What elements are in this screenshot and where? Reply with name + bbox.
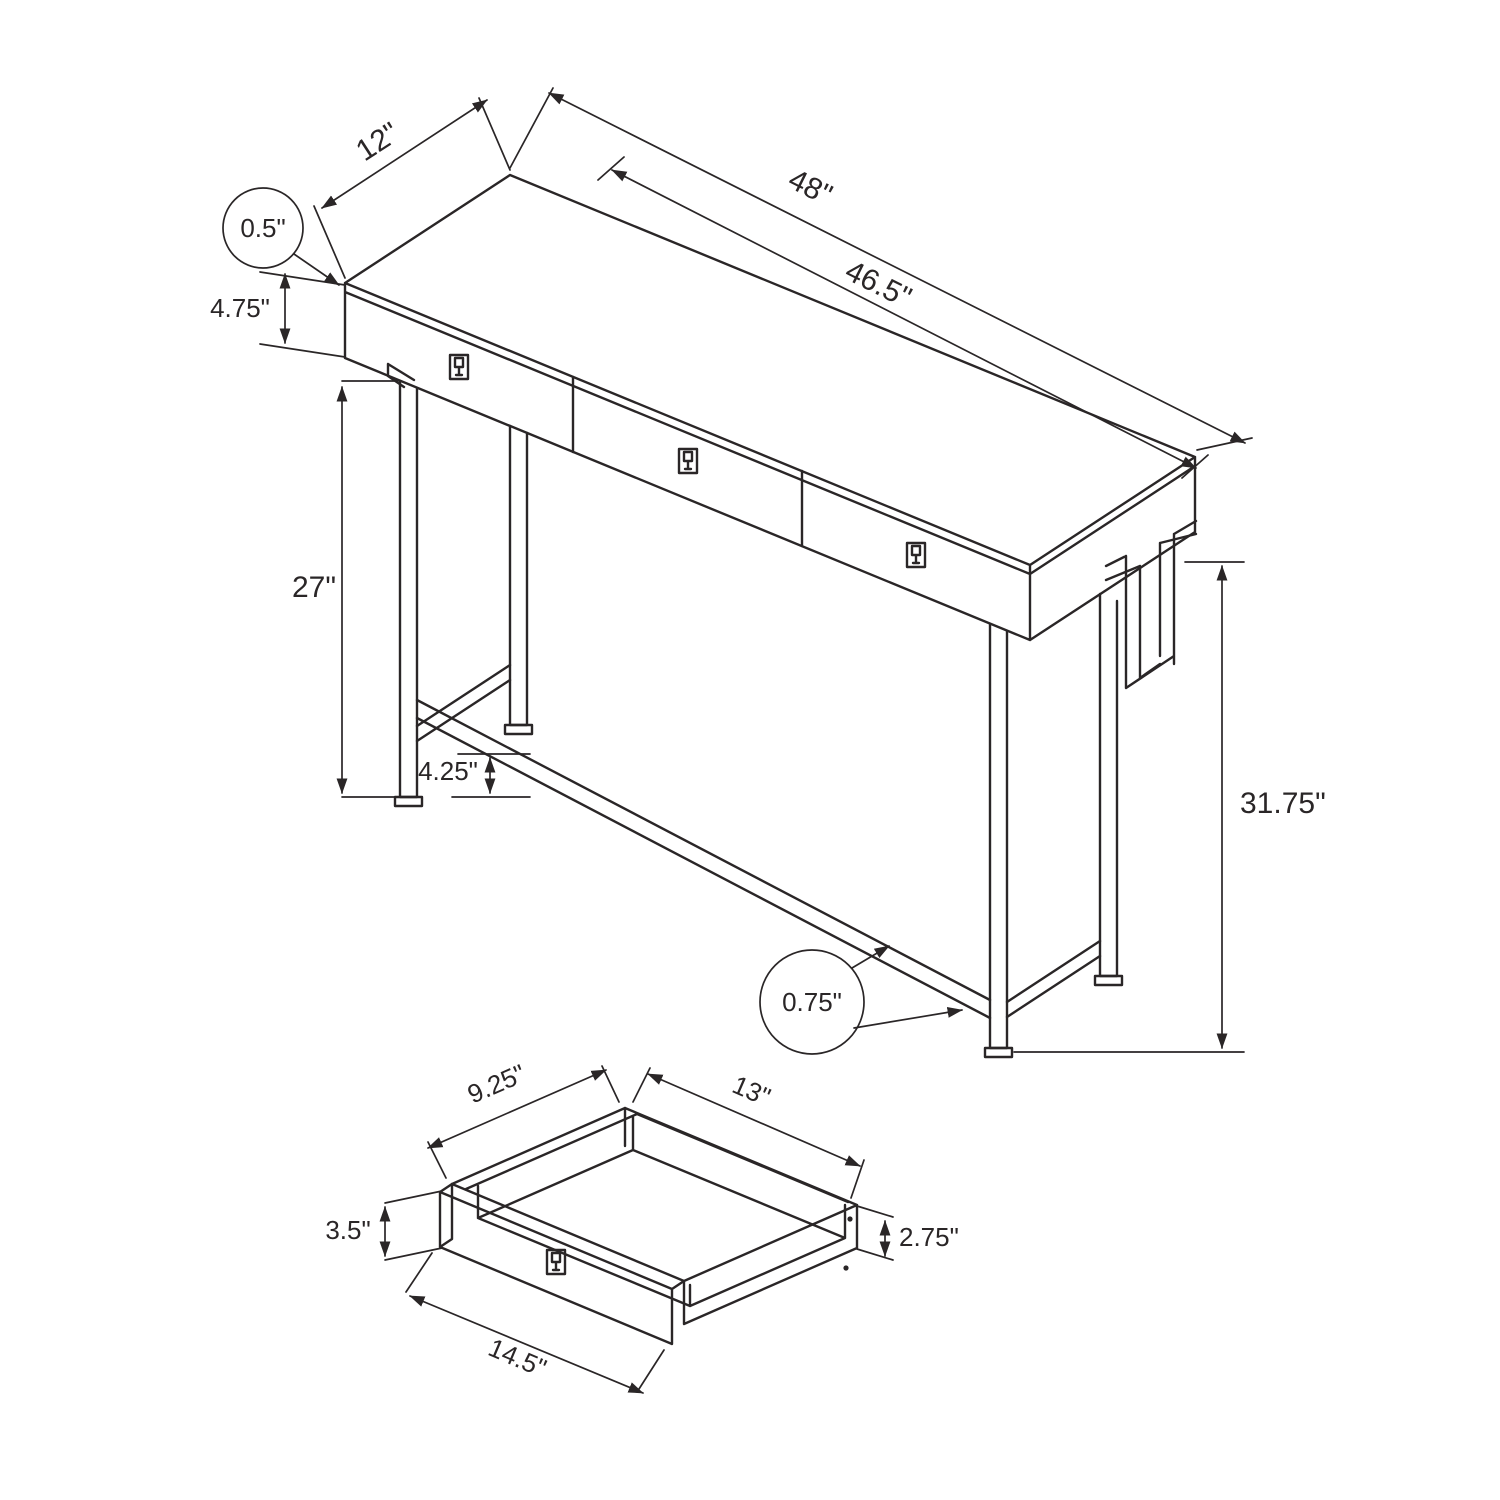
tabletop bbox=[343, 173, 1197, 642]
top-thickness-label: 0.5" bbox=[240, 213, 285, 243]
dimension-line bbox=[321, 99, 488, 209]
tube-thickness-label: 0.75" bbox=[782, 987, 842, 1017]
right-leg-cross-member bbox=[1005, 939, 1102, 1019]
extension-ticks bbox=[384, 1190, 443, 1261]
drawer-front-height-label: 4.75" bbox=[210, 293, 270, 323]
drawer-handle-right bbox=[905, 541, 927, 569]
dim-overall-height: 31.75" bbox=[1013, 561, 1326, 1053]
callout-tube-thickness: 0.75" bbox=[759, 945, 963, 1055]
callout-circle bbox=[222, 187, 304, 269]
dimension-line bbox=[427, 1069, 607, 1149]
overall-height-label: 31.75" bbox=[1240, 787, 1326, 820]
dimension-line bbox=[611, 169, 1197, 469]
leg-feet bbox=[393, 723, 1124, 1059]
extension-ticks bbox=[856, 1205, 894, 1261]
dim-length-label: 48" bbox=[783, 163, 837, 212]
left-leg-cross-member bbox=[415, 663, 512, 743]
extension-lines bbox=[313, 97, 511, 279]
extension-ticks bbox=[451, 753, 531, 798]
table-dimensions: 12" 48" 46.5" 0.5" 4.75" 27" bbox=[210, 87, 1326, 1055]
dimension-line bbox=[409, 1295, 644, 1394]
extension-ticks bbox=[259, 271, 346, 358]
drawer-detail-handle bbox=[545, 1248, 567, 1276]
dim-drawer-inner-depth: 9.25" bbox=[427, 1058, 620, 1179]
extension-lines bbox=[632, 1067, 865, 1199]
dim-drawer-front-height: 3.5" bbox=[325, 1190, 443, 1261]
screw-dot-top bbox=[847, 1216, 853, 1222]
drawer-detail-drawing bbox=[438, 1106, 859, 1346]
dim-inner-length: 46.5" bbox=[597, 156, 1209, 479]
drawer-side-height-label: 2.75" bbox=[899, 1222, 959, 1252]
extension-ticks bbox=[341, 380, 399, 798]
leader-line-lower bbox=[853, 1007, 963, 1029]
dim-drawer-front-height: 4.75" bbox=[210, 271, 346, 358]
drawer-handle-left bbox=[448, 353, 470, 381]
drawer-handle-middle bbox=[677, 447, 699, 475]
dim-drawer-side-height: 2.75" bbox=[856, 1205, 959, 1261]
dimension-line bbox=[548, 92, 1246, 444]
extension-ticks bbox=[1013, 561, 1245, 1053]
dim-depth: 12" bbox=[313, 97, 511, 279]
dimension-line bbox=[647, 1073, 861, 1167]
drawer-inner-depth-label: 9.25" bbox=[463, 1058, 530, 1109]
dim-depth-label: 12" bbox=[350, 116, 405, 168]
leader-line bbox=[293, 253, 340, 286]
leader-line-upper bbox=[851, 945, 890, 969]
callout-top-thickness: 0.5" bbox=[222, 187, 340, 286]
screw-dot-bottom bbox=[843, 1265, 849, 1271]
drawer-front-panel bbox=[438, 1182, 686, 1346]
right-leg-posts bbox=[988, 592, 1119, 1050]
dim-drawer-inner-width: 13" bbox=[632, 1067, 865, 1199]
corner-bracket-right bbox=[1104, 519, 1198, 690]
stretcher-bar bbox=[415, 698, 992, 1020]
dim-stretcher-clearance: 4.25" bbox=[418, 753, 531, 798]
dim-leg-height: 27" bbox=[292, 380, 399, 798]
drawer-dimensions: 9.25" 13" 3.5" 2.75" 14.5" bbox=[325, 1058, 959, 1394]
end-ticks bbox=[597, 156, 1209, 479]
dim-drawer-front-width: 14.5" bbox=[405, 1252, 665, 1394]
drawer-front-height-label: 3.5" bbox=[325, 1215, 370, 1245]
leg-height-label: 27" bbox=[292, 571, 336, 604]
console-table-drawing bbox=[343, 173, 1198, 1059]
stretcher-clearance-label: 4.25" bbox=[418, 756, 478, 786]
drawer-inner-width-label: 13" bbox=[728, 1069, 775, 1112]
callout-circle bbox=[759, 949, 865, 1055]
